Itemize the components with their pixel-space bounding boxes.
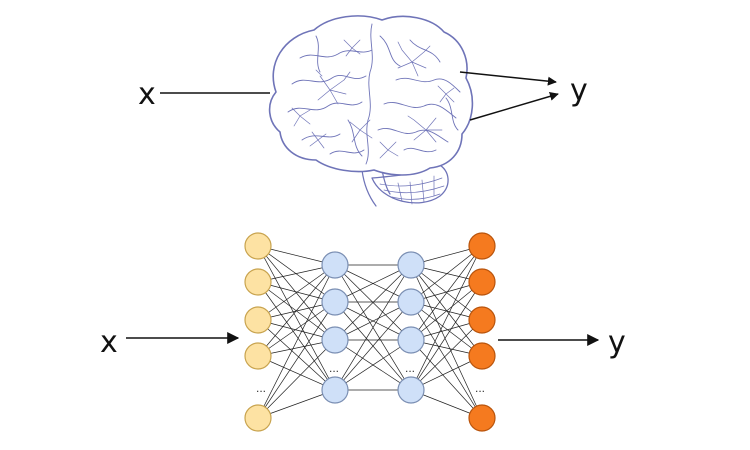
connection-edge (410, 245, 483, 391)
connection-edge (410, 281, 483, 341)
layer-4-node (468, 306, 496, 334)
connection-edge (410, 245, 483, 341)
connection-edge (334, 301, 412, 391)
layer-3-node (397, 251, 425, 279)
connection-edge (257, 245, 336, 341)
connection-edge (410, 339, 483, 419)
brain-output-label: y (570, 73, 588, 108)
connection-edge (334, 301, 412, 341)
connection-edge (257, 355, 336, 391)
layer-3-ellipsis: ... (405, 361, 415, 375)
connection-edge (410, 301, 483, 419)
connection-edge (257, 245, 336, 391)
layer-3-node (397, 376, 425, 404)
layer-4-ellipsis: ... (475, 381, 485, 395)
brain-output-arrow-upper (459, 71, 557, 86)
connection-edge (334, 264, 412, 391)
connection-edge (334, 339, 412, 391)
network-input-label: x (100, 325, 118, 360)
layer-4-node (468, 268, 496, 296)
brain-diagram: x y (138, 15, 588, 207)
layer-1-node (244, 268, 272, 296)
network-diagram: x ... ... ... ... y (100, 232, 626, 432)
connection-edge (257, 281, 336, 391)
connection-edge (257, 264, 336, 357)
network-connections (257, 245, 483, 419)
layer-2-node (321, 251, 349, 279)
layer-4-node (468, 342, 496, 370)
layer-1-node (244, 306, 272, 334)
connection-edge (257, 264, 336, 419)
brain-output-arrow-lower (469, 91, 559, 121)
connection-edge (410, 264, 483, 419)
network-output-label: y (608, 325, 626, 360)
layer-3-node (397, 326, 425, 354)
connection-edge (257, 389, 336, 419)
connection-edge (257, 339, 336, 419)
layer-2-node (321, 326, 349, 354)
connection-edge (410, 245, 483, 303)
layer-1-node (244, 232, 272, 260)
brain-icon (268, 15, 474, 207)
connection-edge (334, 264, 412, 341)
layer-4-node (468, 404, 496, 432)
layer-2-ellipsis: ... (329, 361, 339, 375)
connection-edge (334, 264, 412, 303)
layer-4-node (468, 232, 496, 260)
connection-edge (257, 301, 336, 357)
layer-1-node (244, 342, 272, 370)
connection-edge (257, 301, 336, 419)
connection-edge (410, 264, 483, 357)
layer-3-node (397, 288, 425, 316)
layer-1-node (244, 404, 272, 432)
brain-input-label: x (138, 77, 156, 112)
connection-edge (410, 281, 483, 391)
network-nodes (244, 232, 496, 432)
layer-1-ellipsis: ... (256, 381, 266, 395)
connection-edge (410, 319, 483, 391)
layer-2-node (321, 288, 349, 316)
connection-edge (257, 245, 336, 303)
connection-edge (410, 301, 483, 357)
layer-2-node (321, 376, 349, 404)
connection-edge (257, 319, 336, 391)
connection-edge (257, 264, 336, 321)
